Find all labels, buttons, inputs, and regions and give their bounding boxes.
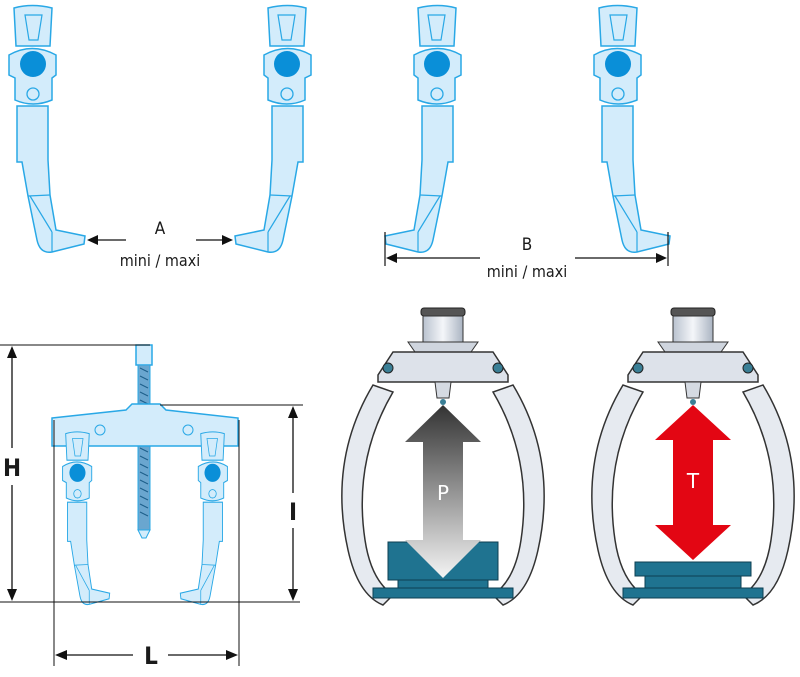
puller-p xyxy=(341,307,545,606)
two-jaw-puller xyxy=(51,344,239,606)
dimension-b-label: B xyxy=(522,235,533,255)
dimension-h-line xyxy=(0,344,300,603)
dimension-h-label: H xyxy=(3,454,21,482)
dimension-l-line xyxy=(53,420,240,666)
dimension-l-label: L xyxy=(144,642,158,670)
dimension-b-caption: mini / maxi xyxy=(487,262,568,281)
dimension-a-arrows xyxy=(87,235,233,245)
dimension-a-caption: mini / maxi xyxy=(120,251,201,270)
jaw-a-left xyxy=(8,4,86,253)
force-t-label: T xyxy=(686,469,700,493)
dimension-a-label: A xyxy=(155,219,166,239)
dimension-i-line xyxy=(160,404,303,601)
jaw-a-right xyxy=(234,4,312,253)
puller-t xyxy=(591,307,795,606)
jaw-b-right xyxy=(593,4,671,253)
dimension-i-label: I xyxy=(289,498,297,526)
jaw-b-left xyxy=(384,4,462,253)
force-p-label: P xyxy=(437,481,449,505)
dimension-b-line xyxy=(384,232,669,266)
